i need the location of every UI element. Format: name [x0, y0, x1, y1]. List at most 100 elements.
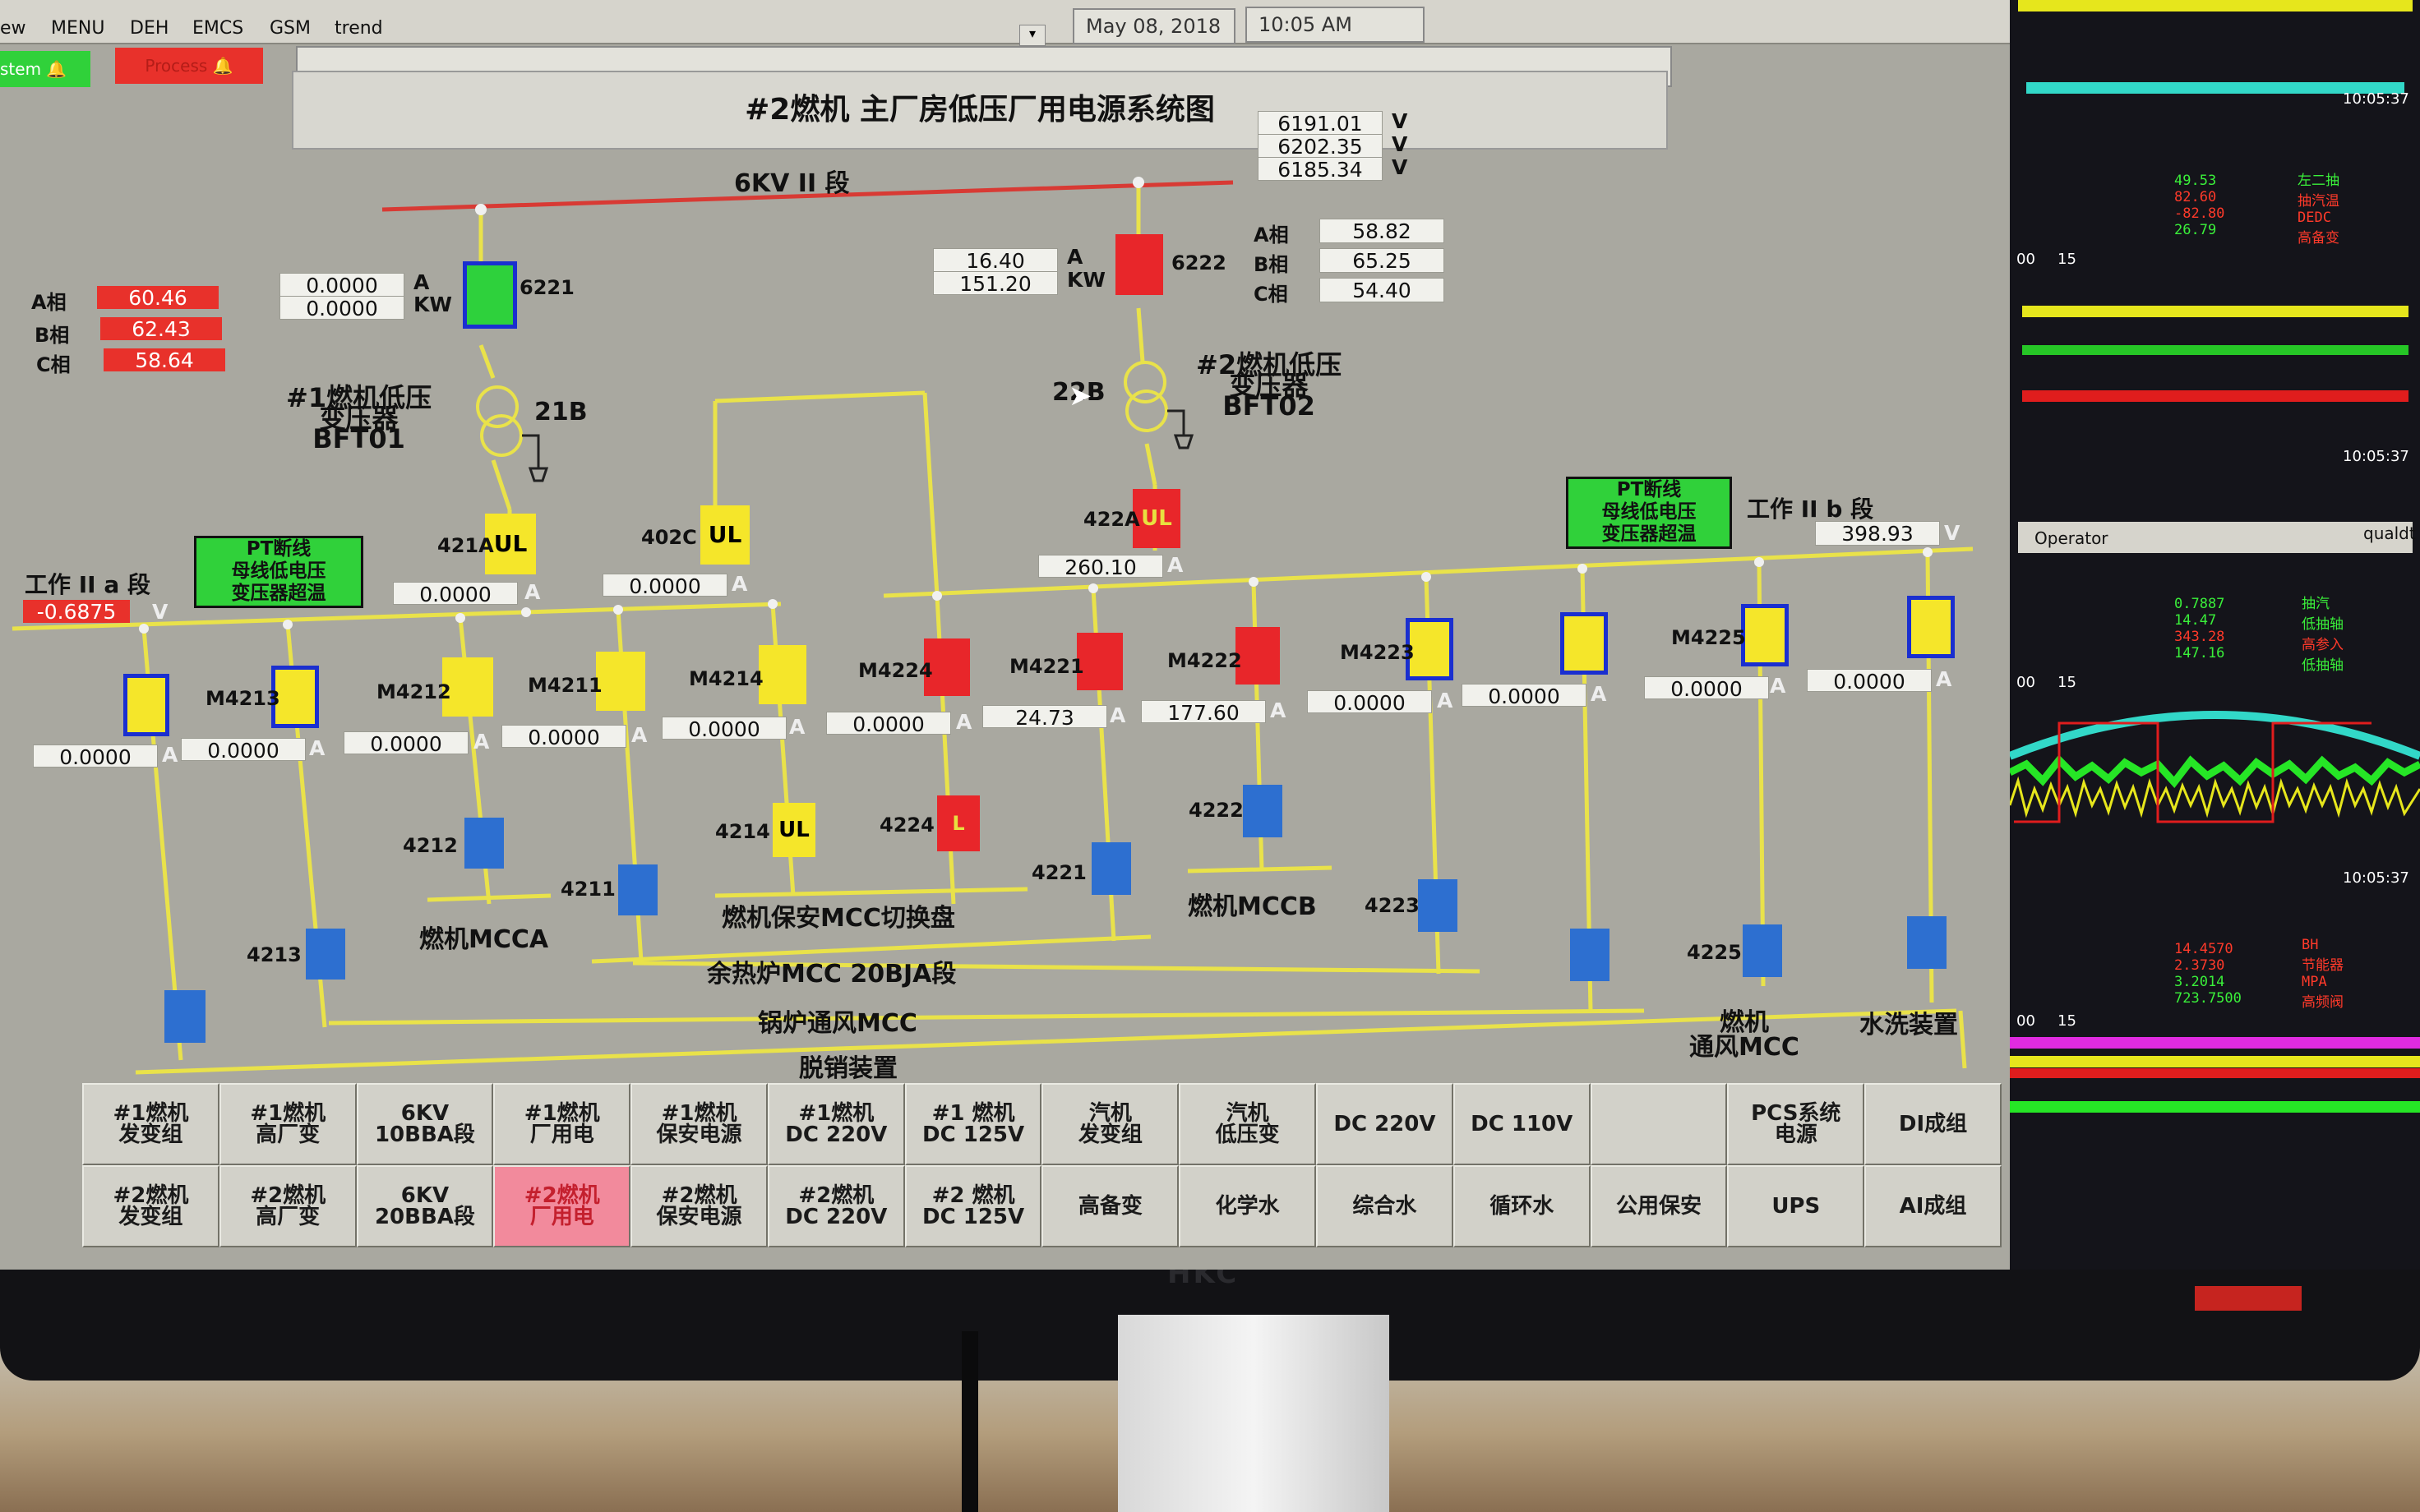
nav-button[interactable]: #2燃机 保安电源 — [630, 1165, 768, 1247]
trend-value: 2.3730 — [2174, 957, 2225, 974]
nav-button[interactable]: #2燃机 厂用电 — [493, 1165, 631, 1247]
nav-button[interactable]: 6KV 20BBA段 — [356, 1165, 494, 1247]
breaker-4224[interactable]: L — [937, 795, 980, 851]
nav-button[interactable]: #2燃机 高厂变 — [219, 1165, 357, 1247]
breaker-4212[interactable] — [464, 818, 504, 869]
dropdown-arrow-icon[interactable]: ▾ — [1019, 25, 1046, 46]
feeder-breaker-m4212[interactable] — [442, 657, 493, 717]
menu-item-gsm[interactable]: GSM — [270, 18, 311, 39]
breaker-402c[interactable]: UL — [700, 505, 750, 565]
breaker-4214[interactable]: UL — [773, 803, 815, 857]
trend-value: 14.47 — [2174, 612, 2217, 629]
breaker-6222[interactable] — [1115, 234, 1163, 295]
nav-button[interactable]: 综合水 — [1316, 1165, 1453, 1247]
nav-button[interactable]: #1燃机 DC 220V — [767, 1083, 905, 1165]
breaker-4222[interactable] — [1243, 785, 1282, 837]
mccb-label: 燃机MCCB — [1188, 892, 1317, 921]
breaker-422a[interactable]: UL — [1133, 489, 1180, 548]
trend-value: 82.60 — [2174, 189, 2217, 205]
process-button[interactable]: Process 🔔 — [115, 48, 263, 84]
nav-button[interactable]: #2 燃机 DC 125V — [904, 1165, 1042, 1247]
quality-label: qualdt — [2363, 523, 2416, 543]
transformer-2-name: #2燃机低压 变压器 BFT02 — [1196, 349, 1342, 422]
nav-button[interactable]: #1燃机 高厂变 — [219, 1083, 357, 1165]
nav-button[interactable]: DC 220V — [1316, 1083, 1453, 1165]
nav-button[interactable]: 6KV 10BBA段 — [356, 1083, 494, 1165]
feeder-breaker-m4213[interactable] — [271, 666, 319, 728]
menu-item-deh[interactable]: DEH — [130, 18, 169, 39]
nav-button[interactable]: DC 110V — [1452, 1083, 1591, 1165]
feeder-id: M4214 — [689, 667, 764, 690]
amp-unit: A — [1067, 245, 1083, 269]
nav-button[interactable]: 高备变 — [1041, 1165, 1180, 1247]
nav-button[interactable]: AI成组 — [1864, 1165, 2002, 1247]
breaker[interactable] — [1907, 916, 1947, 969]
phase-a-label: A相 — [1254, 224, 1289, 247]
mcca-label: 燃机MCCA — [419, 925, 549, 954]
trend-tick: 15 — [2057, 1012, 2076, 1030]
breaker-6221[interactable] — [463, 261, 517, 329]
date-display: May 08, 2018 — [1073, 8, 1235, 44]
feeder-breaker-m4225[interactable] — [1741, 604, 1789, 666]
nav-button[interactable]: #1 燃机 DC 125V — [904, 1083, 1042, 1165]
feeder-6221-power: 0.0000 — [279, 296, 404, 320]
amp-unit: A — [732, 572, 748, 596]
trend-label: 高备变 — [2298, 230, 2339, 247]
nav-button[interactable]: #1燃机 发变组 — [82, 1083, 219, 1165]
breaker-4221[interactable] — [1092, 842, 1131, 895]
trend-label: BH — [2302, 937, 2319, 953]
feeder-6222-current: 16.40 — [933, 248, 1058, 273]
breaker-4223[interactable] — [1418, 879, 1457, 932]
nav-button[interactable]: #1燃机 厂用电 — [493, 1083, 631, 1165]
breaker-id: 4222 — [1189, 799, 1244, 822]
menu-item-trend[interactable]: trend — [335, 18, 383, 39]
feeder-breaker[interactable] — [123, 674, 169, 736]
menu-item-emcs[interactable]: EMCS — [192, 18, 244, 39]
nav-button[interactable]: DI成组 — [1864, 1083, 2002, 1165]
phase-b-label: B相 — [35, 324, 70, 347]
nav-button[interactable]: UPS — [1727, 1165, 1865, 1247]
menu-item-menu[interactable]: MENU — [51, 18, 105, 39]
feeder-id: M4211 — [528, 674, 603, 697]
nav-button[interactable]: PCS系统 电源 — [1727, 1083, 1865, 1165]
nav-button[interactable]: 化学水 — [1179, 1165, 1317, 1247]
feeder-breaker[interactable] — [1560, 612, 1608, 675]
nav-button[interactable]: 循环水 — [1452, 1165, 1591, 1247]
menu-item-view[interactable]: ew — [0, 18, 26, 39]
trend-label: 节能器 — [2302, 957, 2344, 974]
feeder-current: 0.0000 — [662, 717, 787, 741]
breaker-4225[interactable] — [1743, 924, 1782, 977]
breaker-4211[interactable] — [618, 864, 658, 915]
nav-button[interactable] — [1590, 1083, 1728, 1165]
breaker[interactable] — [164, 990, 206, 1043]
operator-bar[interactable]: Operator qualdt — [2018, 522, 2416, 553]
feeder-breaker-m4211[interactable] — [596, 652, 645, 711]
feeder-current: 24.73 — [982, 705, 1107, 730]
nav-button[interactable]: 公用保安 — [1590, 1165, 1728, 1247]
breaker-id: 4224 — [880, 814, 935, 837]
feeder-breaker-m4221[interactable] — [1077, 633, 1123, 690]
nav-button[interactable]: 汽机 低压变 — [1179, 1083, 1317, 1165]
process-button-label: Process — [145, 56, 208, 76]
system-button-label: stem — [0, 59, 42, 79]
trend-label: 左二抽 — [2298, 173, 2339, 189]
feeder-breaker-m4222[interactable] — [1235, 627, 1280, 685]
nav-button[interactable]: #2燃机 发变组 — [82, 1165, 219, 1247]
feeder-breaker-m4224[interactable] — [924, 638, 970, 696]
nav-button[interactable]: #2燃机 DC 220V — [767, 1165, 905, 1247]
nav-button[interactable]: 汽机 发变组 — [1041, 1083, 1180, 1165]
breaker-421a-id: 421A — [437, 534, 494, 557]
kw-unit: KW — [413, 293, 452, 316]
breaker[interactable] — [1570, 929, 1609, 981]
feeder-breaker-m4223[interactable] — [1406, 618, 1453, 680]
breaker-421a[interactable]: UL — [485, 514, 536, 574]
system-button[interactable]: stem 🔔 — [0, 51, 90, 87]
trend-value: 14.4570 — [2174, 941, 2233, 957]
kw-unit: KW — [1067, 268, 1106, 292]
feeder-breaker-m4214[interactable] — [759, 645, 806, 704]
trend-time: 10:05:37 — [2343, 869, 2409, 887]
feeder-breaker[interactable] — [1907, 596, 1955, 658]
nav-button[interactable]: #1燃机 保安电源 — [630, 1083, 768, 1165]
breaker-4213[interactable] — [306, 929, 345, 980]
trend-values-2: 0.7887 14.47 343.28 147.16 — [2174, 596, 2224, 662]
